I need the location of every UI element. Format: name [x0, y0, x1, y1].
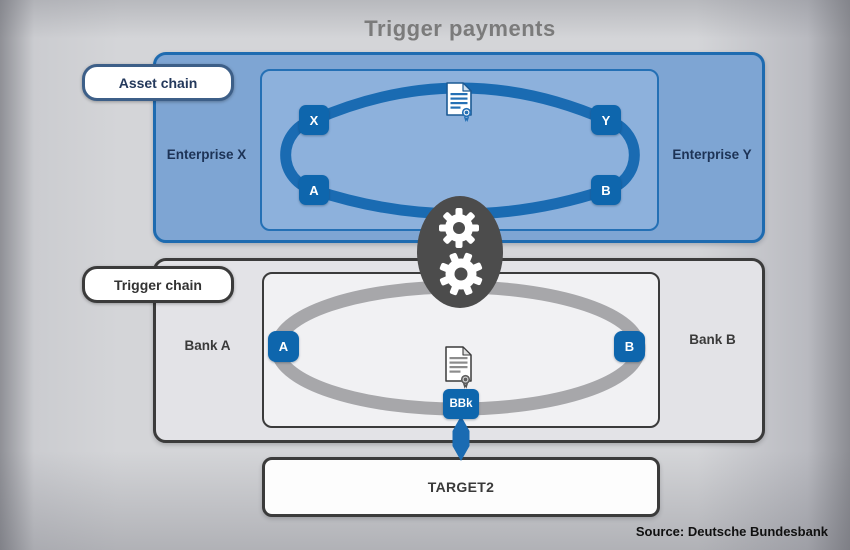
- trigger-node-a: A: [268, 331, 299, 362]
- enterprise-y-label: Enterprise Y: [672, 147, 752, 162]
- asset-node-a: A: [299, 175, 329, 205]
- trigger-chain-pill: Trigger chain: [82, 266, 234, 303]
- asset-chain-inner-box: [260, 69, 659, 231]
- bank-b-label: Bank B: [689, 332, 736, 347]
- asset-node-y: Y: [591, 105, 621, 135]
- enterprise-x-label: Enterprise X: [166, 147, 247, 162]
- source-note: Source: Deutsche Bundesbank: [635, 524, 828, 539]
- page-title: Trigger payments: [364, 16, 556, 41]
- target2-box: TARGET2: [262, 457, 660, 517]
- bank-a-label: Bank A: [184, 338, 231, 353]
- asset-node-x: X: [299, 105, 329, 135]
- asset-chain-pill: Asset chain: [82, 64, 234, 101]
- trigger-node-b: B: [614, 331, 645, 362]
- asset-node-b: B: [591, 175, 621, 205]
- trigger-node-bbk: BBk: [443, 389, 479, 419]
